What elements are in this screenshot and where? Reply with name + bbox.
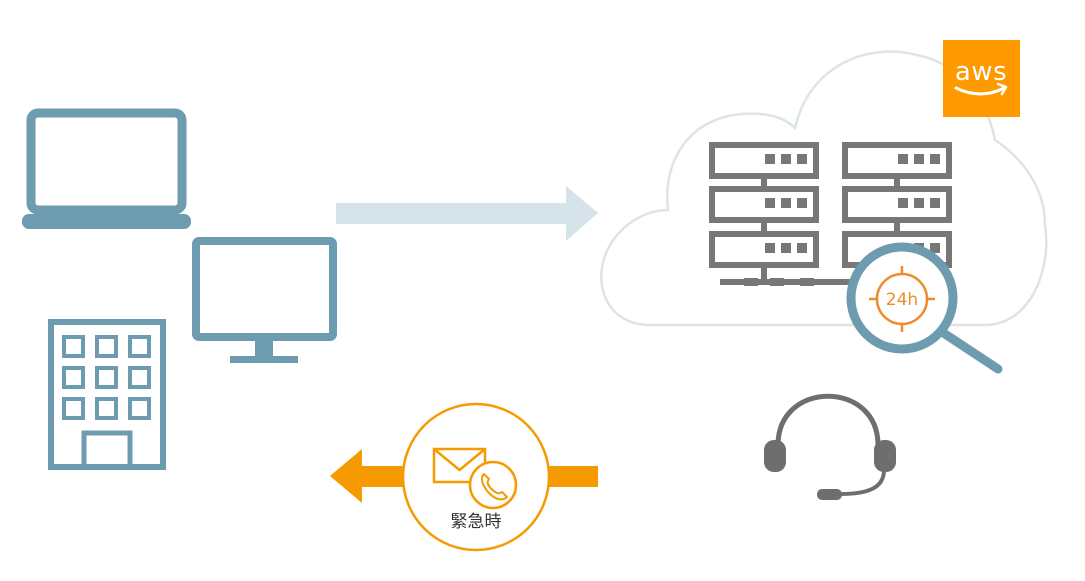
office-building-icon <box>48 319 166 470</box>
emergency-label: 緊急時 <box>451 512 502 532</box>
aws-logo: aws <box>943 40 1020 117</box>
magnifier-icon: 24h <box>846 242 1003 374</box>
headset-icon <box>764 393 896 500</box>
emergency-contact-badge: 緊急時 <box>401 402 551 552</box>
clock-24h-icon: 24h <box>869 266 935 332</box>
cloud-icon <box>600 50 1048 327</box>
server-lights <box>720 154 940 286</box>
monitor-badge-text: 24h <box>886 290 918 310</box>
laptop-icon <box>22 108 191 229</box>
desktop-monitor-icon <box>192 237 337 363</box>
request-arrow <box>336 186 598 241</box>
aws-logo-text: aws <box>955 57 1007 87</box>
phone-icon <box>468 460 518 510</box>
